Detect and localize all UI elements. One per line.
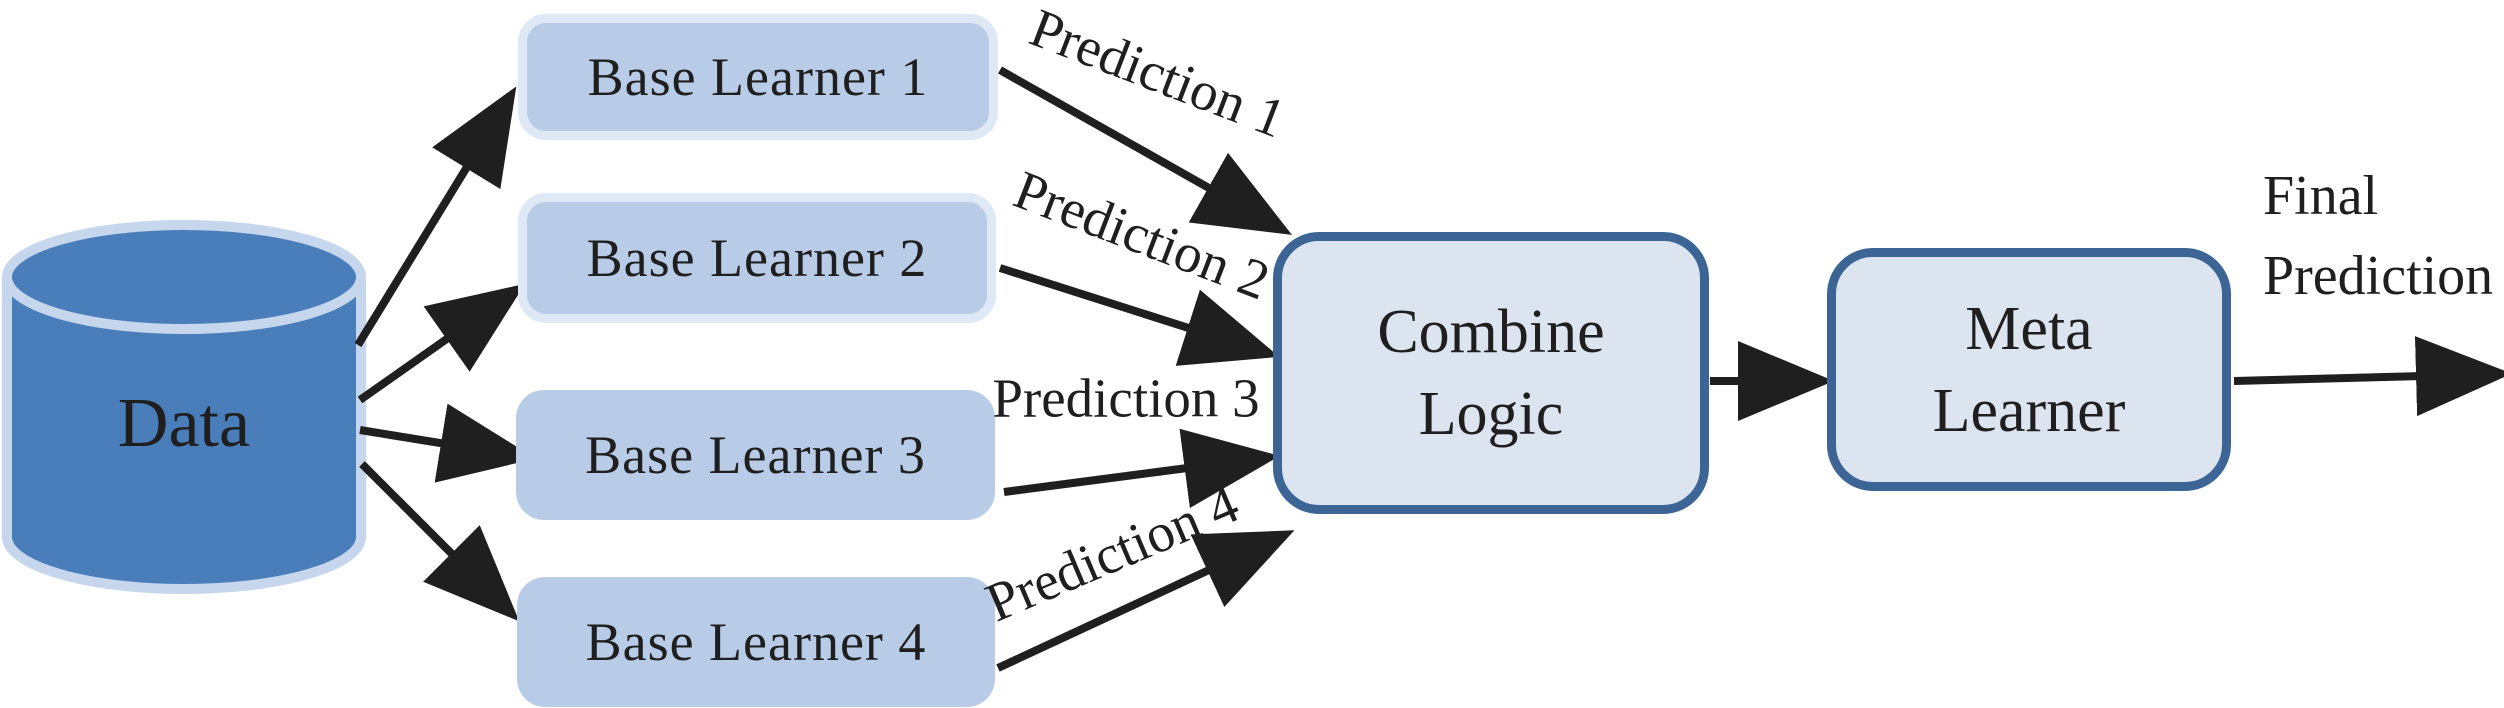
arrow-final-prediction [2233, 336, 2504, 417]
arrow-data-to-base-learner-2 [357, 283, 526, 404]
meta-learner-label-line2: Learner [1932, 376, 2126, 445]
meta-learner-label-line1: Meta [1965, 294, 2093, 363]
combine-logic-box: Combine Logic [1273, 232, 1709, 514]
arrow-data-to-base-learner-4 [359, 461, 520, 622]
prediction-2-label: Prediction 2 [1006, 158, 1278, 312]
final-prediction-label: Final Prediction [2263, 156, 2493, 316]
arrow-data-to-base-learner-3 [359, 403, 536, 483]
final-prediction-line2: Prediction [2263, 245, 2494, 307]
combine-logic-label-line1: Combine [1377, 298, 1605, 366]
prediction-1-label: Prediction 1 [1022, 0, 1294, 150]
base-learner-2-label: Base Learner 2 [586, 228, 928, 288]
base-learner-4-box: Base Learner 4 [517, 577, 995, 707]
base-learner-3-box: Base Learner 3 [516, 390, 995, 520]
base-learner-3-label: Base Learner 3 [585, 425, 926, 485]
base-learner-4-label: Base Learner 4 [585, 612, 927, 672]
prediction-4-label: Prediction 4 [977, 472, 1247, 634]
data-cylinder-top [2, 220, 366, 334]
arrow-data-to-base-learner-1 [354, 86, 517, 348]
base-learner-2-box: Base Learner 2 [518, 193, 996, 323]
combine-logic-label-line2: Logic [1418, 380, 1564, 448]
meta-learner-box: Meta Learner [1827, 248, 2231, 491]
prediction-3-label: Prediction 3 [992, 367, 1260, 429]
base-learner-1-label: Base Learner 1 [587, 47, 929, 107]
base-learner-1-box: Base Learner 1 [518, 14, 998, 140]
data-store-label: Data [117, 385, 251, 462]
final-prediction-line1: Final [2263, 165, 2379, 227]
